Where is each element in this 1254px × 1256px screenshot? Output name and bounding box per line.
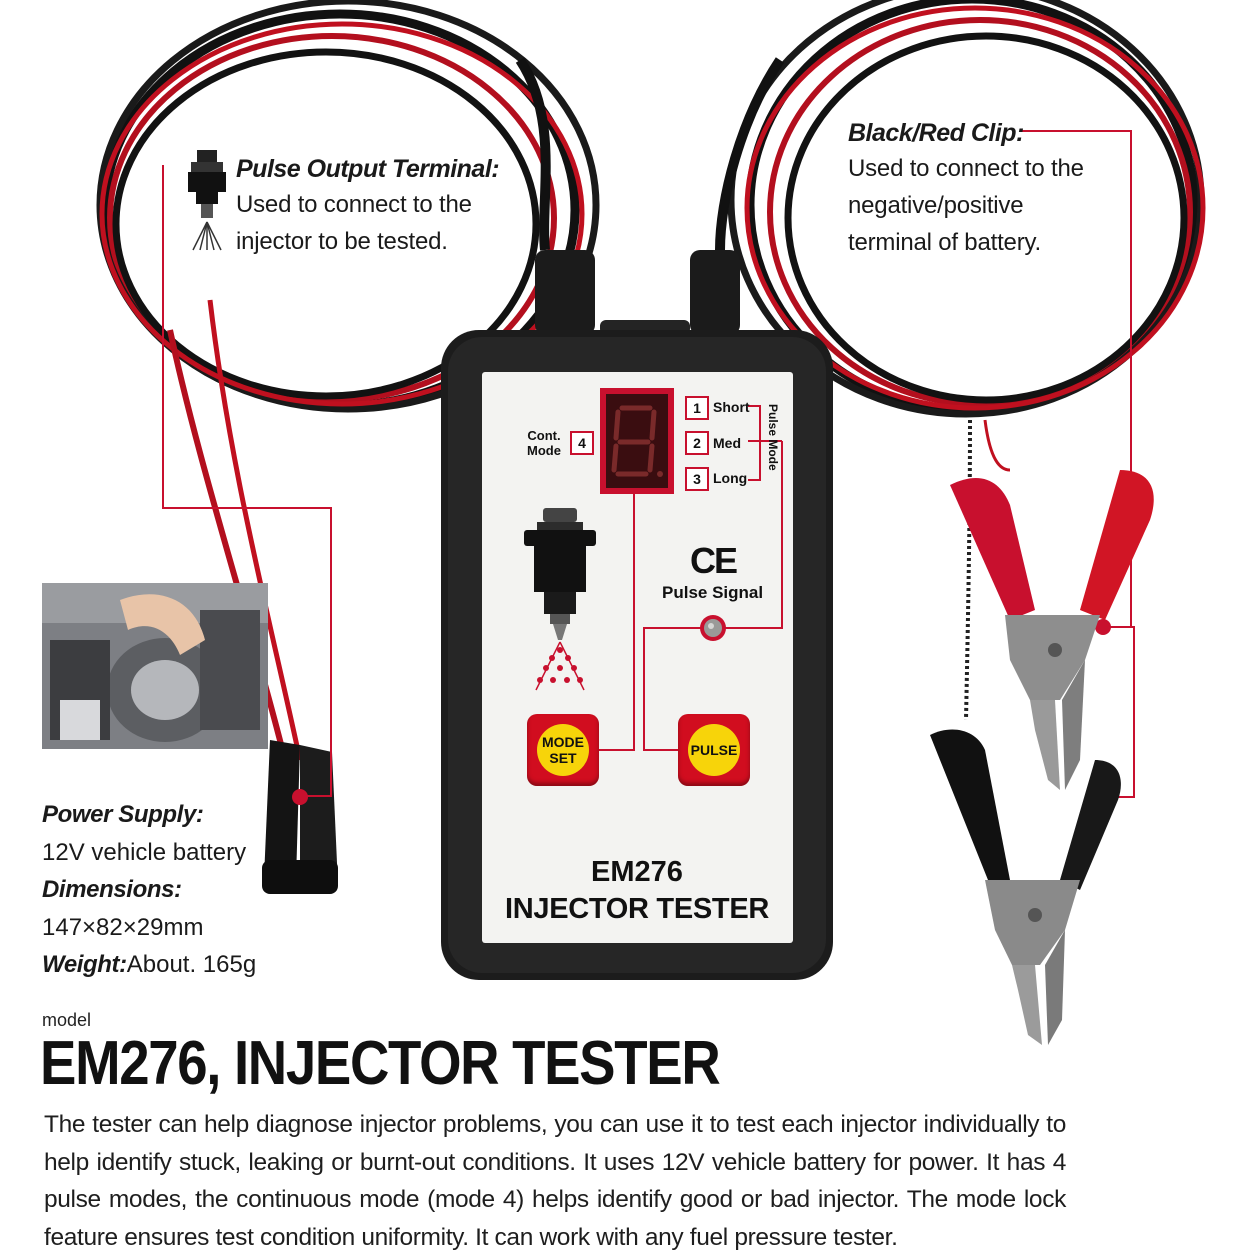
alligator-clip-icon — [930, 419, 1154, 1045]
cont-mode-number: 4 — [570, 431, 594, 455]
device-name-label: INJECTOR TESTER — [504, 893, 770, 925]
pulse-button[interactable]: PULSE — [678, 714, 750, 786]
product-headline: EM276, INJECTOR TESTER — [40, 1029, 721, 1098]
pulse-mode-label: Pulse Mode — [766, 404, 780, 471]
weight-label: Weight: — [42, 951, 127, 978]
pulse-output-title: Pulse Output Terminal: — [236, 155, 500, 183]
clip-callout: Black/Red Clip: Used to connect to the n… — [848, 116, 1178, 261]
seven-segment-display — [600, 388, 674, 494]
mode-2-number: 2 — [685, 431, 709, 455]
clip-line-1: Used to connect to the — [848, 155, 1084, 182]
product-description: The tester can help diagnose injector pr… — [44, 1111, 1066, 1251]
power-supply-label: Power Supply: — [42, 801, 204, 828]
ce-mark: CE — [690, 540, 738, 581]
clip-line-2: negative/positive — [848, 192, 1024, 219]
device-model-label: EM276 — [591, 856, 683, 888]
device-injector-icon — [524, 508, 596, 691]
mode-3-label: Long — [713, 470, 748, 486]
mode-2-label: Med — [713, 435, 741, 451]
right-cable-loop — [727, 0, 1206, 418]
cont-mode-label: Cont. Mode — [527, 428, 561, 458]
dimensions-label: Dimensions: — [42, 876, 182, 903]
pulse-button-label: PULSE — [688, 724, 740, 776]
clip-line-3: terminal of battery. — [848, 229, 1041, 256]
mode-set-label: MODE SET — [537, 724, 589, 776]
pulse-output-connector — [262, 740, 338, 894]
pulse-signal-label: Pulse Signal — [662, 583, 764, 602]
injector-icon — [188, 150, 226, 251]
pulse-output-line-1: Used to connect to the — [236, 191, 472, 218]
weight-value: About. 165g — [126, 951, 257, 978]
mode-1-label: Short — [713, 399, 750, 415]
engine-photo — [42, 583, 268, 749]
model-caption: model — [42, 1010, 92, 1030]
dimensions-value: 147×82×29mm — [42, 913, 204, 941]
clip-title: Black/Red Clip: — [848, 119, 1024, 147]
pulse-output-callout: Pulse Output Terminal: Used to connect t… — [236, 152, 556, 260]
mode-set-button[interactable]: MODE SET — [527, 714, 599, 786]
power-supply-value: 12V vehicle battery — [42, 838, 247, 866]
specifications: Power Supply: 12V vehicle battery Dimens… — [42, 796, 342, 984]
left-cable-loop — [96, 0, 600, 413]
pulse-output-line-2: injector to be tested. — [236, 228, 448, 255]
left-red-lead — [167, 329, 288, 761]
mode-3-number: 3 — [685, 467, 709, 491]
led-indicator-icon — [700, 615, 726, 641]
mode-1-number: 1 — [685, 396, 709, 420]
